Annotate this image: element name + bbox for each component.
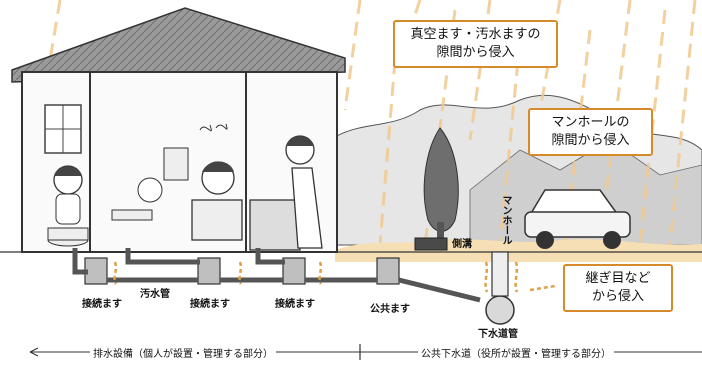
label-connection-basin-1: 接続ます (82, 299, 122, 310)
label-sewage-pipe: 汚水管 (140, 289, 170, 300)
house (11, 7, 346, 253)
drain-pipes (72, 248, 515, 325)
label-public-basin: 公共ます (370, 304, 410, 315)
leak-marks (113, 261, 556, 293)
callout-manhole-line1: マンホールの (551, 115, 630, 130)
range-public: 公共下水道（役所が設置・管理する部分） (418, 345, 614, 360)
apron (291, 167, 323, 249)
callout-manhole-gap: マンホールの 隙間から侵入 (528, 108, 653, 156)
label-connection-basin-2: 接続ます (190, 299, 230, 310)
callout-masu-line2: 隙間から侵入 (436, 45, 515, 60)
label-side-ditch: 側溝 (452, 239, 472, 250)
range-private: 排水設備（個人が設置・管理する部分） (90, 345, 276, 360)
side-ditch (414, 237, 448, 251)
callout-masu-line1: 真空ます・汚水ますの (410, 27, 541, 42)
label-connection-basin-3: 接続ます (275, 299, 315, 310)
sewer-main-pipe (485, 295, 515, 325)
callout-masu-gap: 真空ます・汚水ますの 隙間から侵入 (393, 20, 558, 68)
car (524, 189, 631, 249)
kitchen-counter (249, 199, 301, 251)
label-sewer-main: 下水道管 (478, 329, 518, 340)
wash-basin (111, 209, 153, 221)
label-manhole: マンホール (500, 195, 511, 245)
roof (11, 7, 346, 83)
callout-joint-line2: から侵入 (591, 289, 644, 304)
ground-surface (0, 250, 702, 340)
callout-joint: 継ぎ目など から侵入 (563, 264, 673, 312)
callout-joint-line1: 継ぎ目など (585, 271, 651, 286)
bathtub (191, 199, 243, 241)
callout-manhole-line2: 隙間から侵入 (551, 133, 630, 148)
tree (423, 127, 459, 248)
